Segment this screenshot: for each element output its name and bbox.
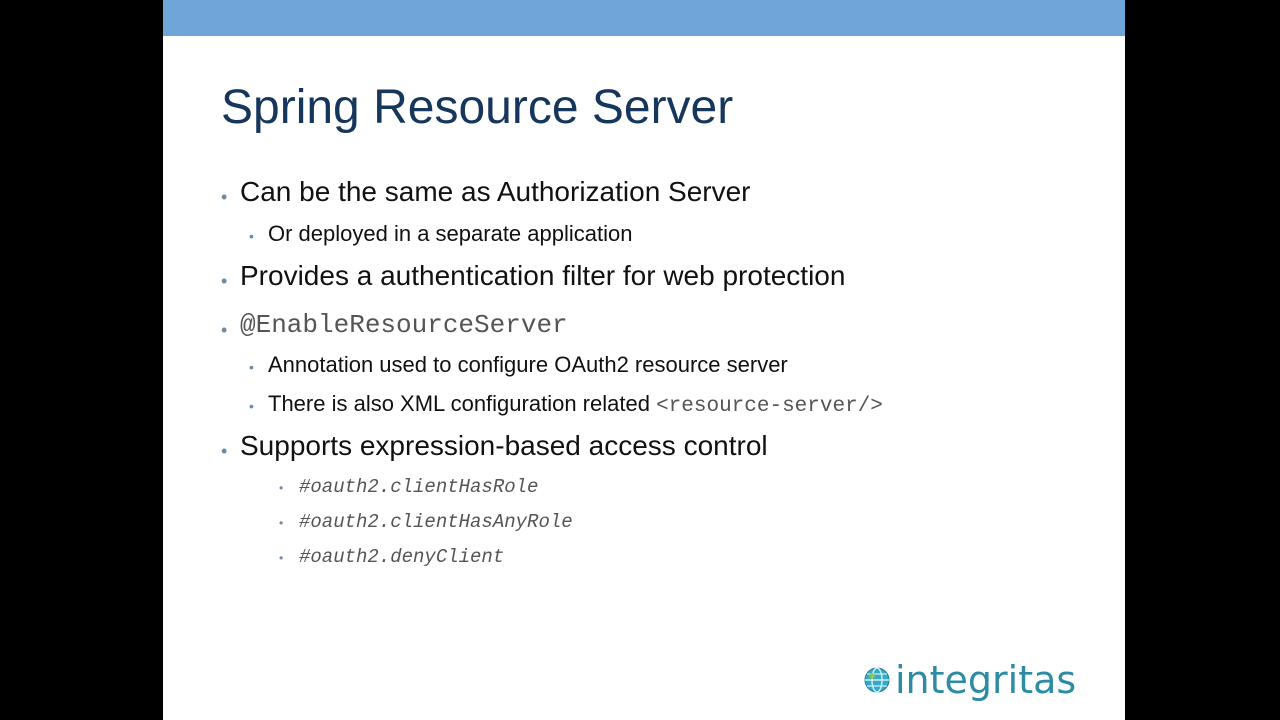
slide-title: Spring Resource Server [221,81,734,134]
bullet-marker: • [221,187,228,207]
bullet-code-enable-resource-server: @EnableResourceServer [240,310,568,340]
bullet-code-deny-client: #oauth2.denyClient [299,546,505,568]
bullet-marker: • [279,551,284,565]
bullet-code-client-has-any-role: #oauth2.clientHasAnyRole [299,511,573,533]
slide: Spring Resource Server • Can be the same… [163,0,1125,720]
bullet-marker: • [249,228,254,244]
globe-icon [864,667,890,693]
bullet-marker: • [221,320,228,340]
bullet-marker: • [279,481,284,495]
bullet-text-authentication-filter: Provides a authentication filter for web… [240,260,846,291]
bullet-text-separate-application: Or deployed in a separate application [268,221,633,246]
xml-config-text: There is also XML configuration related [268,391,657,416]
xml-config-code: <resource-server/> [656,395,883,418]
bullet-text-same-as-auth-server: Can be the same as Authorization Server [240,176,751,207]
bullet-text-xml-configuration: There is also XML configuration related … [268,391,883,418]
bullet-marker: • [279,516,284,530]
bullet-marker: • [221,271,228,291]
bullet-text-annotation-usage: Annotation used to configure OAuth2 reso… [268,352,788,377]
bullet-marker: • [249,359,254,375]
slide-header-bar [163,0,1125,36]
bullet-text-expression-access-control: Supports expression-based access control [240,430,768,461]
integritas-logo: integritas [863,655,1076,705]
bullet-code-client-has-role: #oauth2.clientHasRole [299,476,539,498]
logo-text: integritas [895,658,1077,702]
bullet-marker: • [249,398,254,414]
bullet-marker: • [221,441,228,461]
